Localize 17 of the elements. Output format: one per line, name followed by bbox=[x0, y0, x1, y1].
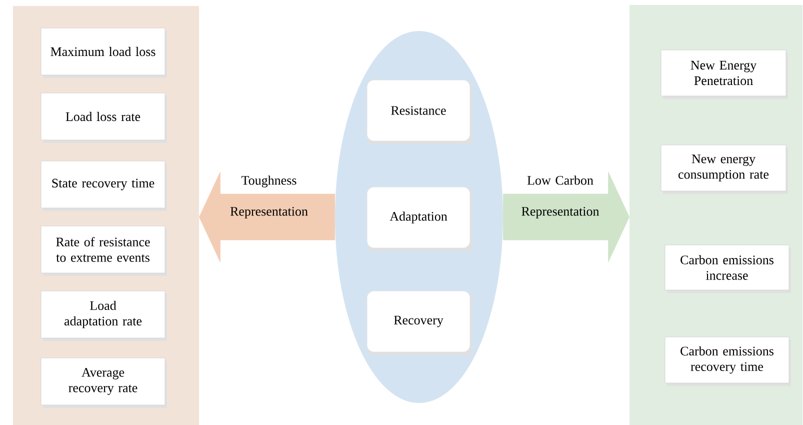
block-arrow bbox=[503, 172, 630, 262]
text-box: Rate of resistance to extreme events bbox=[40, 226, 166, 274]
block-arrow bbox=[199, 172, 335, 262]
text-box: Maximum load loss bbox=[40, 28, 166, 76]
text-box: New energy consumption rate bbox=[660, 144, 786, 192]
rounded-box: Resistance bbox=[366, 80, 470, 142]
edge-label: Low Carbon Representation bbox=[522, 176, 600, 218]
text-box: New Energy Penetration bbox=[660, 50, 786, 96]
rounded-box: Recovery bbox=[366, 290, 470, 352]
text-box: Load adaptation rate bbox=[40, 290, 166, 338]
edge-label: Toughness Representation bbox=[230, 176, 308, 218]
rounded-box: Adaptation bbox=[366, 186, 470, 248]
text-box: Average recovery rate bbox=[40, 358, 166, 406]
text-box: State recovery time bbox=[40, 160, 166, 208]
text-box: Carbon emissions increase bbox=[664, 244, 790, 290]
text-box: Carbon emissions recovery time bbox=[664, 336, 790, 384]
text-box: Load loss rate bbox=[40, 92, 166, 140]
